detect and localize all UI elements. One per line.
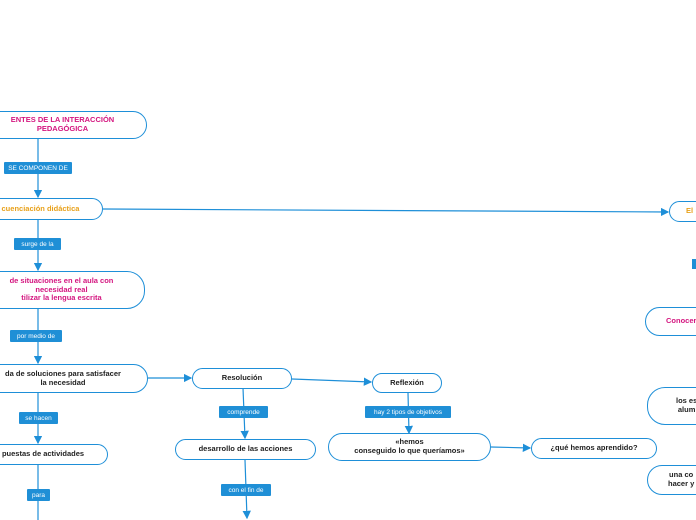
node-right-el[interactable]: El [669,201,696,222]
node-componentes-text: ENTES DE LA INTERACCIÓN PEDAGÓGICA [10,115,115,133]
label-por-medio-de: por medio de [10,330,62,342]
label-surge-de-la: surge de la [14,238,61,250]
node-secuenciacion-didactica[interactable]: cuenciación didáctica [0,198,103,220]
right-label-fragment [692,259,696,269]
node-right-el-text: El [686,206,694,216]
connector-resolucion-reflexion [291,377,373,386]
node-propuestas-actividades[interactable]: puestas de actividades [0,444,108,465]
connector-hemos-aprendido [490,443,532,453]
node-busqueda-soluciones[interactable]: da de soluciones para satisfacer la nece… [0,364,148,393]
node-secuencia-text: cuenciación didáctica [1,203,80,213]
connector-secuencia-el [102,207,670,217]
node-right-conocer-text: Conocer [666,316,696,326]
label-se-hacen: se hacen [19,412,58,424]
label-se-componen-de: SE COMPONEN DE [4,162,72,174]
node-componentes-interaccion[interactable]: ENTES DE LA INTERACCIÓN PEDAGÓGICA [0,111,147,139]
node-right-los-text: los es alum [676,396,696,414]
node-desarrollo-text: desarrollo de las acciones [198,444,293,454]
node-right-una[interactable]: una co hacer y [647,465,696,495]
node-hemos-text: «hemos conseguido lo que queríamos» [354,437,465,455]
node-reflexion[interactable]: Reflexión [372,373,442,393]
node-propuestas-text: puestas de actividades [1,449,85,459]
node-reflexion-text: Reflexión [390,377,424,387]
node-busqueda-text: da de soluciones para satisfacer la nece… [5,368,121,387]
node-right-conocer[interactable]: Conocer [645,307,696,336]
label-para: para [27,489,50,501]
label-con-el-fin-de: con el fin de [221,484,271,496]
node-desarrollo-acciones[interactable]: desarrollo de las acciones [175,439,316,460]
node-que-hemos-aprendido[interactable]: ¿qué hemos aprendido? [531,438,657,459]
node-right-una-text: una co hacer y [668,470,695,488]
node-resolucion[interactable]: Resolución [192,368,292,389]
node-aprendido-text: ¿qué hemos aprendido? [550,443,638,453]
label-hay-2-tipos: hay 2 tipos de objetivos [365,406,451,418]
node-situaciones-text: de situaciones en el aula con necesidad … [9,276,114,303]
node-situaciones-aula[interactable]: de situaciones en el aula con necesidad … [0,271,145,309]
node-right-los[interactable]: los es alum [647,387,696,425]
node-resolucion-text: Resolución [221,373,263,383]
label-comprende: comprende [219,406,268,418]
node-hemos-conseguido[interactable]: «hemos conseguido lo que queríamos» [328,433,491,461]
